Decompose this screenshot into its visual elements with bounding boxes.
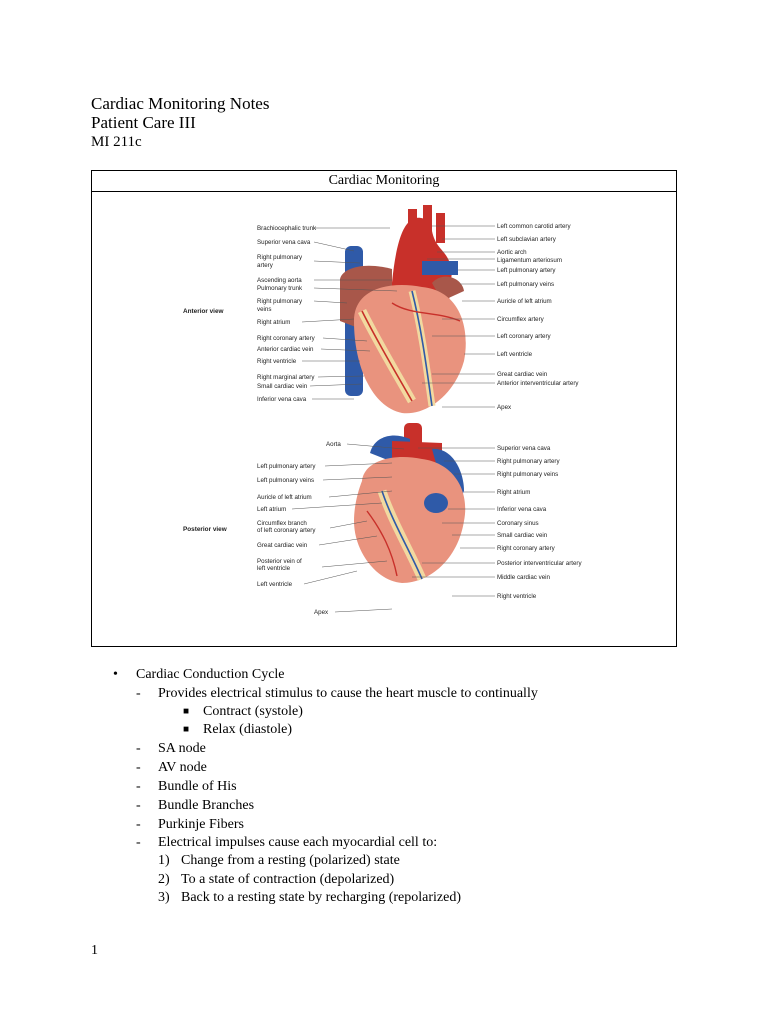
label-aortic-arch: Aortic arch xyxy=(497,249,527,256)
list-item: Back to a resting state by recharging (r… xyxy=(181,890,462,905)
list-item: Provides electrical stimulus to cause th… xyxy=(158,686,538,701)
dash-marker: - xyxy=(136,686,141,701)
course-code: MI 211c xyxy=(91,134,142,150)
label-left-common-carotid-artery: Left common carotid artery xyxy=(497,223,571,230)
label-circumflex-branch: Circumflex branch xyxy=(257,520,307,527)
heart-anatomy-figure: Anterior view Posterior view Brachioceph… xyxy=(183,205,582,616)
list-item: Bundle of His xyxy=(158,779,237,794)
document-header: Cardiac Monitoring Notes Patient Care II… xyxy=(91,94,269,152)
label-right-pulmonary-artery: Right pulmonary xyxy=(257,254,303,261)
document-title: Cardiac Monitoring Notes xyxy=(91,94,270,113)
label-left-ventricle: Left ventricle xyxy=(497,351,533,358)
label-right-pulmonary-artery-2: artery xyxy=(257,262,274,269)
label-left-pulmonary-veins: Left pulmonary veins xyxy=(497,281,554,288)
bullet-dot-icon: • xyxy=(113,667,118,682)
list-item: Relax (diastole) xyxy=(203,722,293,737)
label-circumflex-branch-2: of left coronary artery xyxy=(257,527,316,534)
posterior-view-label: Posterior view xyxy=(183,526,227,533)
list-item: Bundle Branches xyxy=(158,798,255,813)
label-small-cardiac-vein-posterior: Small cardiac vein xyxy=(497,532,548,539)
anterior-view-label: Anterior view xyxy=(183,308,224,315)
label-right-ventricle: Right ventricle xyxy=(257,358,297,365)
label-anterior-interventricular-artery: Anterior interventricular artery xyxy=(497,380,579,387)
label-auricle-of-left-atrium: Auricle of left atrium xyxy=(497,298,552,305)
label-right-atrium-posterior: Right atrium xyxy=(497,489,530,496)
dash-marker: - xyxy=(136,760,141,775)
list-item: Change from a resting (polarized) state xyxy=(181,853,400,868)
dash-marker: - xyxy=(136,835,141,850)
label-left-pulmonary-artery: Left pulmonary artery xyxy=(497,267,556,274)
dash-marker: - xyxy=(136,741,141,756)
label-brachiocephalic-trunk: Brachiocephalic trunk xyxy=(257,225,317,232)
list-item: AV node xyxy=(158,760,207,775)
dash-marker: - xyxy=(136,798,141,813)
figure-box-title: Cardiac Monitoring xyxy=(92,171,676,192)
label-coronary-sinus: Coronary sinus xyxy=(497,520,539,527)
label-inferior-vena-cava-posterior: Inferior vena cava xyxy=(497,506,547,513)
label-right-pulmonary-veins-posterior: Right pulmonary veins xyxy=(497,471,558,478)
label-right-ventricle-posterior: Right ventricle xyxy=(497,593,537,600)
label-apex-posterior: Apex xyxy=(314,609,329,616)
label-pulmonary-trunk: Pulmonary trunk xyxy=(257,285,303,292)
list-item: Contract (systole) xyxy=(203,704,303,719)
label-middle-cardiac-vein: Middle cardiac vein xyxy=(497,574,551,581)
label-aorta: Aorta xyxy=(326,441,341,448)
course-name: Patient Care III xyxy=(91,113,196,132)
label-superior-vena-cava: Superior vena cava xyxy=(257,239,311,246)
figure-box: Cardiac Monitoring xyxy=(91,170,677,647)
dash-marker: - xyxy=(136,817,141,832)
square-bullet-icon: ■ xyxy=(183,706,190,717)
posterior-heart-illustration xyxy=(354,423,466,583)
label-ligamentum-arteriosum: Ligamentum arteriosum xyxy=(497,257,562,264)
label-left-coronary-artery: Left coronary artery xyxy=(497,333,552,340)
label-circumflex-artery: Circumflex artery xyxy=(497,316,545,323)
label-great-cardiac-vein: Great cardiac vein xyxy=(497,371,548,378)
list-item: Purkinje Fibers xyxy=(158,817,244,832)
label-ascending-aorta: Ascending aorta xyxy=(257,277,302,284)
list-item: To a state of contraction (depolarized) xyxy=(181,872,395,887)
label-posterior-vein-of-left-ventricle-2: left ventricle xyxy=(257,565,291,572)
label-left-pulmonary-artery-posterior: Left pulmonary artery xyxy=(257,463,316,470)
label-left-atrium: Left atrium xyxy=(257,506,286,513)
page-number: 1 xyxy=(91,943,98,958)
label-inferior-vena-cava: Inferior vena cava xyxy=(257,396,307,403)
label-posterior-vein-of-left-ventricle: Posterior vein of xyxy=(257,558,302,565)
label-right-coronary-artery-posterior: Right coronary artery xyxy=(497,545,556,552)
label-right-atrium: Right atrium xyxy=(257,319,290,326)
label-left-pulmonary-veins-posterior: Left pulmonary veins xyxy=(257,477,314,484)
label-anterior-cardiac-vein: Anterior cardiac vein xyxy=(257,346,314,353)
list-number: 1) xyxy=(158,853,170,868)
label-right-pulmonary-veins: Right pulmonary xyxy=(257,298,303,305)
square-bullet-icon: ■ xyxy=(183,724,190,735)
label-right-coronary-artery: Right coronary artery xyxy=(257,335,316,342)
label-right-marginal-artery: Right marginal artery xyxy=(257,374,315,381)
list-item: Electrical impulses cause each myocardia… xyxy=(158,835,438,850)
label-left-ventricle-posterior: Left ventricle xyxy=(257,581,293,588)
list-number: 3) xyxy=(158,890,170,905)
label-posterior-interventricular-artery: Posterior interventricular artery xyxy=(497,560,582,567)
anterior-heart-illustration xyxy=(340,205,466,414)
list-number: 2) xyxy=(158,872,170,887)
label-apex-anterior: Apex xyxy=(497,404,512,411)
label-small-cardiac-vein: Small cardiac vein xyxy=(257,383,308,390)
list-item: SA node xyxy=(158,741,206,756)
label-superior-vena-cava-posterior: Superior vena cava xyxy=(497,445,551,452)
label-right-pulmonary-veins-2: veins xyxy=(257,306,271,313)
notes-heading: Cardiac Conduction Cycle xyxy=(136,667,285,682)
label-right-pulmonary-artery-posterior: Right pulmonary artery xyxy=(497,458,560,465)
label-great-cardiac-vein-posterior: Great cardiac vein xyxy=(257,542,308,549)
dash-marker: - xyxy=(136,779,141,794)
label-left-subclavian-artery: Left subclavian artery xyxy=(497,236,557,243)
label-auricle-of-left-atrium-posterior: Auricle of left atrium xyxy=(257,494,312,501)
